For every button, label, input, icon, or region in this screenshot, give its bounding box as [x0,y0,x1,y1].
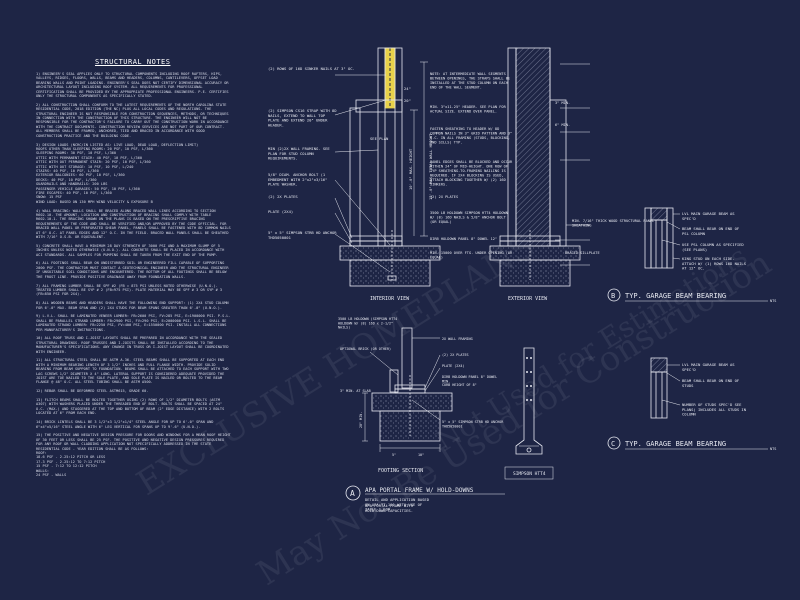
exterior-view-detail [489,47,590,287]
garage-beam-bearing-c-detail [650,357,681,419]
garage-b-scale: NTS [770,299,776,303]
interior-callout-plates: (2) 2X PLATES [268,194,298,199]
garage-c-title: TYP. GARAGE BEAM BEARING [625,440,726,448]
simpson-caption-box [504,466,554,480]
simpson-htt4-detail [515,347,543,455]
exterior-callout-sillplate: BRACED SILLPLATE [565,251,600,255]
footing-callout-plate: PLATE (2X4) [442,364,464,368]
garage-c-scale: NTS [770,447,776,451]
simpson-htt4-caption: SIMPSON HTT4 [513,471,546,477]
footing-dim-5: 5" [392,453,396,457]
interior-view-caption: INTERIOR VIEW [370,296,410,302]
interior-dim-total: 12'-0" MAX. TOTAL WALL HEIGHT [428,133,433,200]
exterior-dim-6: 6" MIN. [555,123,570,127]
interior-view-labels: (2) ROWS OF 16D SINKER NAILS AT 3" OC. (… [268,66,433,302]
footing-dim-10: 10" [418,453,424,457]
footing-dim-slab: 3" MIN. AT SLAB [340,389,371,393]
garage-b-title: TYP. GARAGE BEAM BEARING [625,292,726,300]
footing-section-detail [362,327,453,452]
interior-dim-height: 10'-0" MAX. HEIGHT [408,148,413,190]
interior-view-detail [334,47,441,287]
footing-callout-brick: OPTIONAL BRICK (OR OTHER) [340,347,391,351]
footing-dim-20: 20" MIN. [359,412,363,428]
exterior-callout-dirb: DIRB HOLDOWN PANEL 8" DOWEL 12" [430,237,497,241]
structural-notes-body: 1) ENGINEER'S SEAL APPLIES ONLY TO STRUC… [36,72,231,477]
exterior-view-caption: EXTERIOR VIEW [508,296,548,302]
structural-notes-title: STRUCTURAL NOTES [95,58,171,66]
portal-frame-title-block: A APA PORTAL FRAME W/ HOLD-DOWNS DETAIL … [345,485,505,513]
footing-callout-plates: (2) 2X PLATES [442,353,469,357]
interior-callout-nails: (2) ROWS OF 16D SINKER NAILS AT 3" OC. [268,66,355,71]
footing-section-caption: FOOTING SECTION [378,468,423,474]
interior-dim-20: 20" [404,98,411,103]
garage-c-marker: C [611,440,615,448]
exterior-dim-3: 3" MIN. [555,101,570,105]
interior-see-plan: SEE PLAN [370,136,389,141]
garage-b-marker: B [611,292,615,300]
garage-beam-bearing-b-detail [644,207,681,269]
interior-dim-24: 24" [404,86,411,91]
interior-callout-plate: PLATE (2X4) [268,209,293,214]
portal-frame-title: APA PORTAL FRAME W/ HOLD-DOWNS [365,487,474,494]
exterior-callout-plates: (2) 2X PLATES [430,195,458,199]
garage-b-callout-king: KING STUD ON EACH SIDE.ATTACH W/ (1) ROW… [682,256,747,271]
footing-callout-curb: CURB HEIGHT OF 8" [442,383,477,387]
footing-callout-framing: 2X WALL FRAMING [442,337,473,341]
portal-frame-marker: A [350,489,355,498]
garage-b-callout-psl: USE PSL COLUMN AS SPECIFIED(SEE PLANS) [682,242,744,252]
